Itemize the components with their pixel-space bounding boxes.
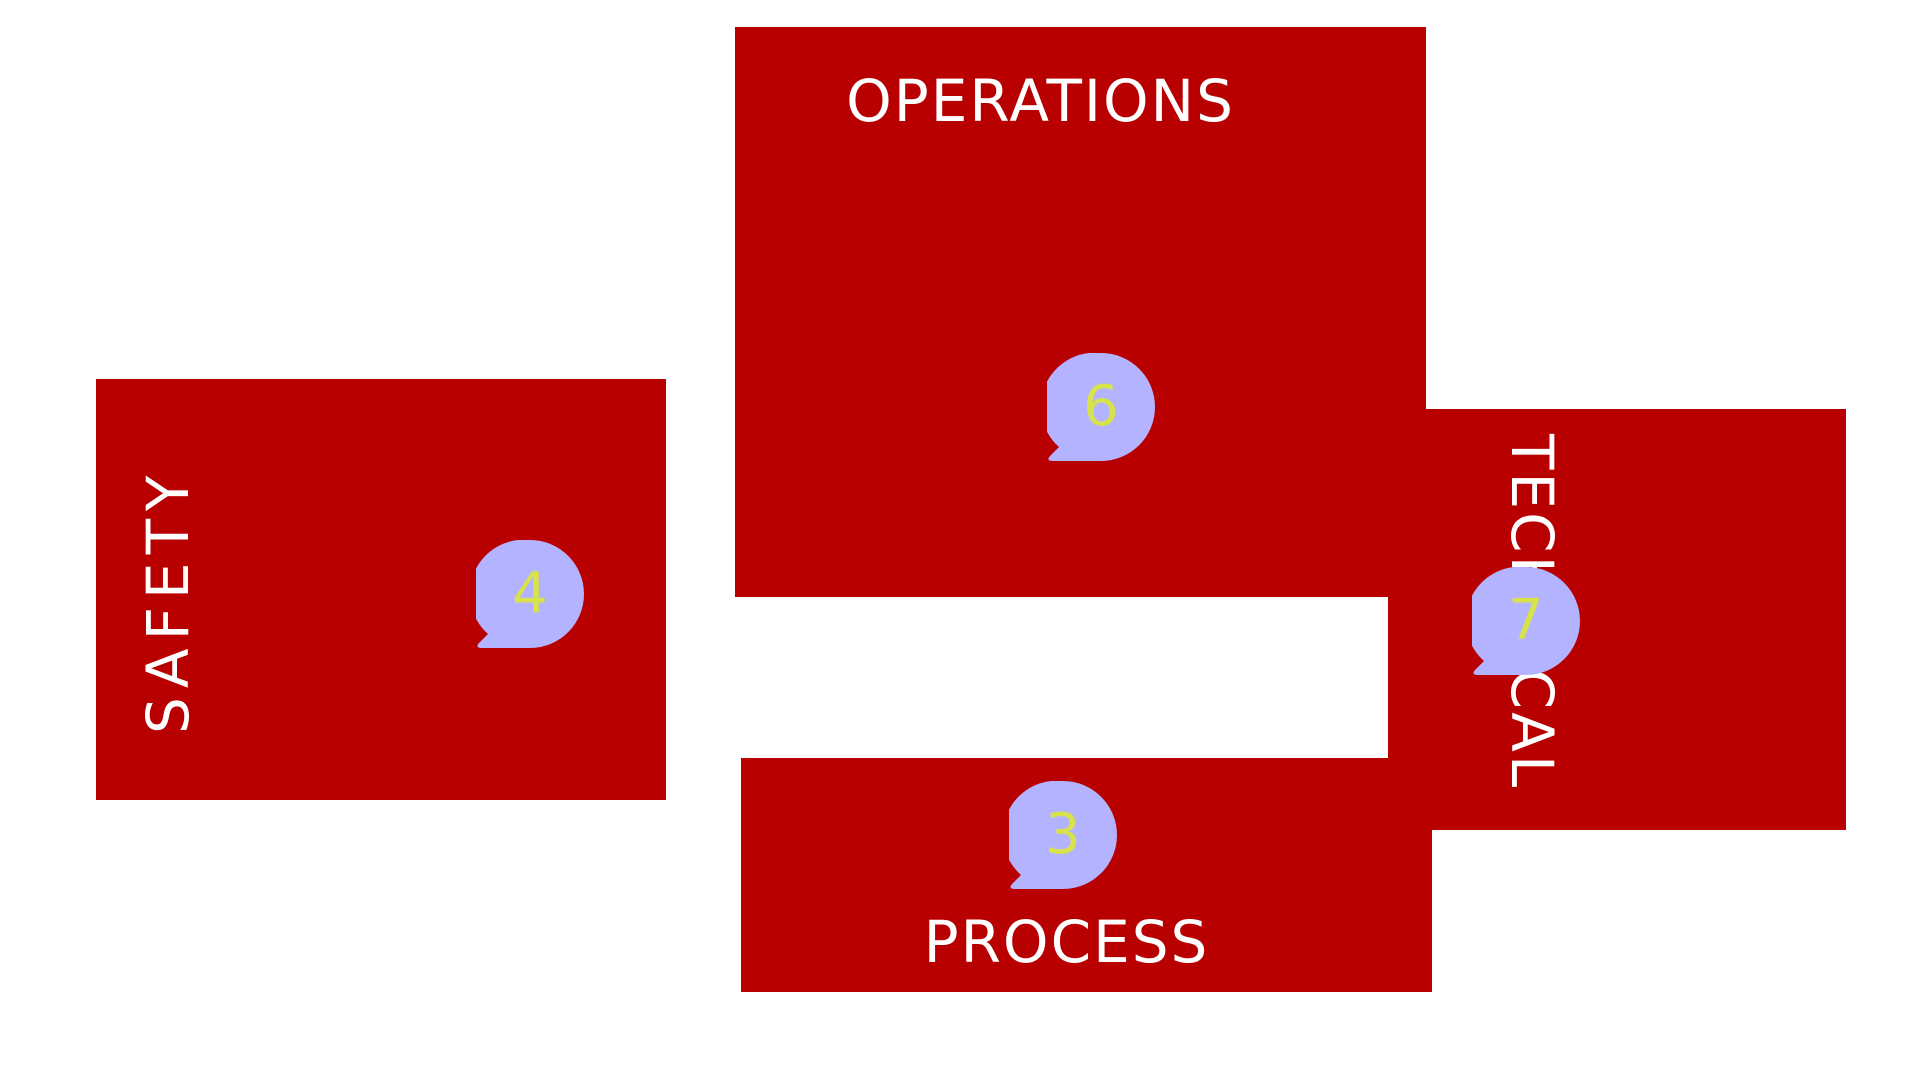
panel-label-safety: SAFETY	[134, 467, 202, 734]
panel-label-operations: OPERATIONS	[846, 67, 1235, 135]
panel-technical[interactable]: TECHNICAL 7	[1426, 409, 1846, 830]
panel-safety[interactable]: SAFETY 4	[96, 379, 666, 800]
comment-count: 3	[1045, 802, 1081, 867]
comment-count-badge-process[interactable]: 3	[1009, 781, 1117, 889]
comment-count-badge-operations[interactable]: 6	[1047, 353, 1155, 461]
comment-bubble-icon	[1472, 567, 1580, 675]
comment-count: 4	[512, 561, 548, 626]
comment-count-badge-technical[interactable]: 7	[1472, 567, 1580, 675]
panel-label-process: PROCESS	[923, 908, 1210, 976]
panel-process[interactable]: PROCESS 3	[741, 758, 1432, 992]
comment-count: 6	[1083, 374, 1119, 439]
panel-operations[interactable]: OPERATIONS 6	[735, 27, 1426, 597]
comment-bubble-icon	[1047, 353, 1155, 461]
comment-bubble-icon	[476, 540, 584, 648]
comment-bubble-icon	[1009, 781, 1117, 889]
comment-count: 7	[1508, 588, 1544, 653]
comment-count-badge-safety[interactable]: 4	[476, 540, 584, 648]
panel-connector	[1388, 597, 1426, 758]
